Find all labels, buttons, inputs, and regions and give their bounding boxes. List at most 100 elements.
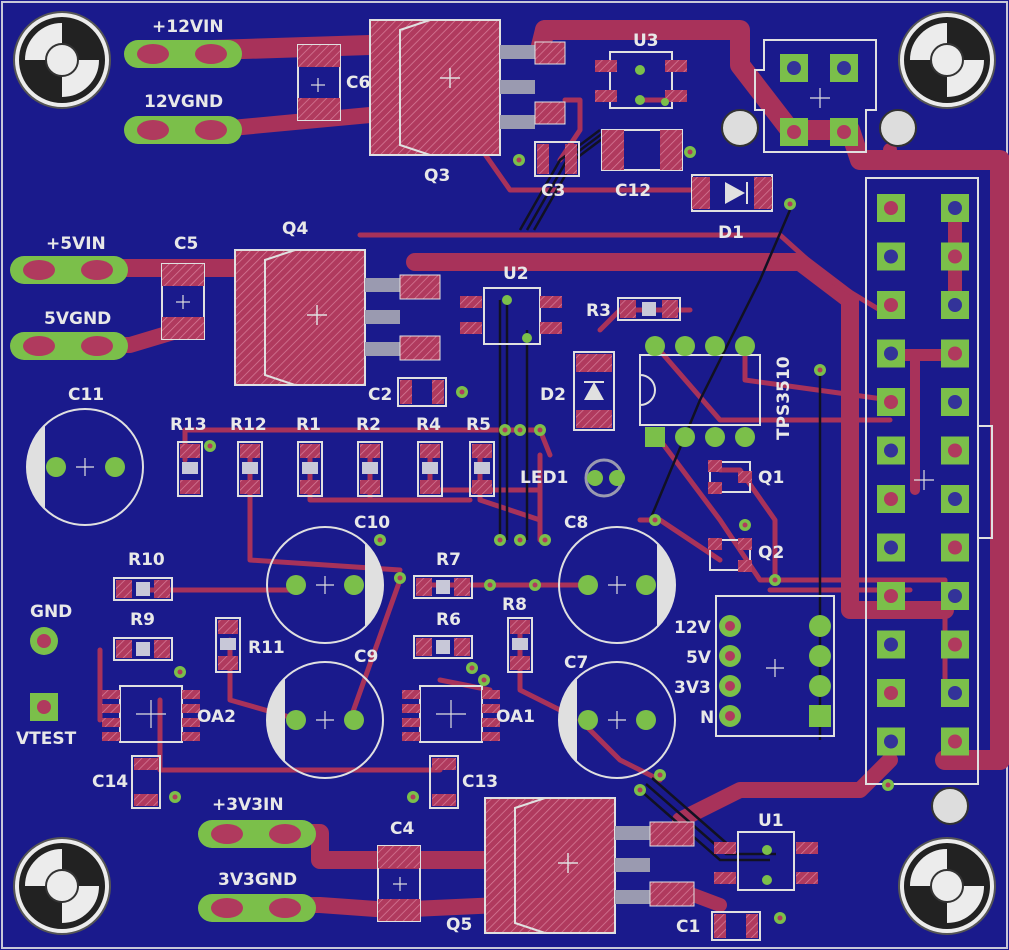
via-hole bbox=[459, 389, 465, 395]
atx-pin-hole bbox=[948, 637, 962, 652]
regulator-q5 bbox=[484, 797, 695, 934]
cap-c14 bbox=[131, 755, 161, 809]
resistor-r11 bbox=[215, 617, 241, 673]
silkscreen-labels: +12VIN 12VGND +5VIN 5VGND +3V3IN 3V3GND … bbox=[16, 17, 794, 937]
pad-12vgnd bbox=[124, 116, 242, 144]
atx-pin-hole bbox=[884, 201, 898, 215]
via-hole bbox=[657, 772, 663, 778]
via-hole bbox=[397, 575, 403, 581]
ecap-c8 bbox=[558, 526, 676, 644]
label-r11: R11 bbox=[248, 638, 285, 658]
smd-capacitors bbox=[131, 44, 761, 941]
ic-tps3510 bbox=[639, 336, 761, 447]
label-5v: 5V bbox=[686, 648, 712, 668]
label-12v: 12V bbox=[674, 618, 712, 638]
via-hole bbox=[787, 201, 793, 207]
atx-pin-hole bbox=[948, 298, 962, 312]
transistor-q1 bbox=[708, 460, 752, 494]
label-gnd: GND bbox=[30, 602, 72, 622]
regulator-q3 bbox=[369, 19, 566, 156]
center-markers bbox=[76, 78, 934, 891]
resistor-r1 bbox=[297, 441, 323, 497]
label-d1: D1 bbox=[718, 223, 744, 243]
label-q2: Q2 bbox=[758, 543, 784, 563]
label-q1: Q1 bbox=[758, 468, 784, 488]
label-c11: C11 bbox=[68, 385, 104, 405]
atx-pin-hole bbox=[948, 734, 962, 749]
ecap-c7 bbox=[558, 661, 676, 779]
via-hole bbox=[497, 537, 503, 543]
via-hole bbox=[637, 787, 643, 793]
via-hole bbox=[487, 582, 493, 588]
transistor-q2 bbox=[708, 538, 752, 572]
via-hole bbox=[502, 427, 508, 433]
label-c3: C3 bbox=[541, 181, 565, 201]
diode-d2 bbox=[573, 351, 615, 431]
pad-3v3gnd bbox=[198, 894, 316, 922]
atx-pin-hole bbox=[948, 589, 962, 603]
atx-pin-hole bbox=[884, 589, 898, 603]
label-r13: R13 bbox=[170, 415, 207, 435]
label-vtest: VTEST bbox=[16, 729, 77, 749]
via-hole bbox=[817, 367, 823, 373]
atx-pin-hole bbox=[948, 492, 962, 506]
label-r6: R6 bbox=[436, 610, 461, 630]
electrolytic-capacitors bbox=[26, 408, 676, 779]
via-hole bbox=[469, 665, 475, 671]
resistors-vertical bbox=[177, 441, 533, 673]
atx-pin-hole bbox=[948, 540, 962, 555]
vias bbox=[169, 146, 894, 924]
label-d2: D2 bbox=[540, 385, 566, 405]
pad-12vin bbox=[124, 40, 242, 68]
ecap-c9 bbox=[266, 661, 384, 779]
via-hole bbox=[532, 582, 538, 588]
connector-atx-24pin bbox=[865, 177, 993, 825]
label-q4: Q4 bbox=[282, 219, 308, 239]
label-5vin: +5VIN bbox=[46, 234, 106, 254]
label-c2: C2 bbox=[368, 385, 392, 405]
label-c6: C6 bbox=[346, 73, 370, 93]
label-c14: C14 bbox=[92, 772, 128, 792]
via-hole bbox=[172, 794, 178, 800]
mount-hole-bottom-left bbox=[13, 837, 111, 935]
mounting-holes bbox=[13, 11, 996, 935]
cap-c5 bbox=[161, 263, 205, 340]
label-u2: U2 bbox=[503, 264, 529, 284]
ic-u2 bbox=[460, 287, 562, 345]
pad-gnd-test bbox=[30, 627, 58, 655]
via-hole bbox=[537, 427, 543, 433]
regulator-q4 bbox=[234, 249, 441, 386]
label-r9: R9 bbox=[130, 610, 155, 630]
ecap-c11 bbox=[26, 408, 144, 526]
mount-hole-bottom-right bbox=[898, 837, 996, 935]
atx-pin-hole bbox=[884, 637, 898, 652]
label-r1: R1 bbox=[296, 415, 321, 435]
diode-d1 bbox=[691, 174, 773, 212]
resistor-r5 bbox=[469, 441, 495, 497]
resistor-r10 bbox=[113, 577, 173, 601]
opamp-oa1 bbox=[402, 685, 500, 743]
label-c12: C12 bbox=[615, 181, 651, 201]
via-hole bbox=[652, 517, 658, 523]
via-hole bbox=[777, 915, 783, 921]
mount-hole-top-right bbox=[898, 11, 996, 109]
resistor-r13 bbox=[177, 441, 203, 497]
atx-pin-hole bbox=[884, 734, 898, 749]
label-c7: C7 bbox=[564, 653, 588, 673]
resistor-r4 bbox=[417, 441, 443, 497]
atx-pin-hole bbox=[884, 686, 898, 700]
label-c9: C9 bbox=[354, 647, 378, 667]
via-hole bbox=[481, 677, 487, 683]
ecap-c10 bbox=[266, 526, 384, 644]
atx-pin-hole bbox=[948, 686, 962, 700]
label-led1: LED1 bbox=[520, 468, 568, 488]
label-c1: C1 bbox=[676, 917, 700, 937]
ic-u3 bbox=[595, 51, 687, 109]
label-tps3510: TPS3510 bbox=[774, 356, 794, 440]
via-hole bbox=[177, 669, 183, 675]
pad-5vin bbox=[10, 256, 128, 284]
via-hole bbox=[772, 577, 778, 583]
label-3v3: 3V3 bbox=[674, 678, 711, 698]
resistor-r9 bbox=[113, 637, 173, 661]
led-led1 bbox=[584, 458, 625, 498]
